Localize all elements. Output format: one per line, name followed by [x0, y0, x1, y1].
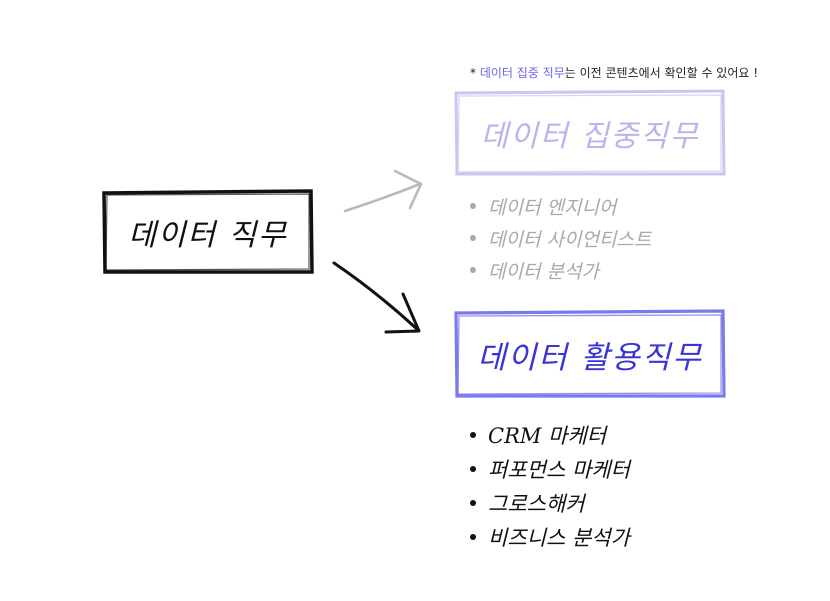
list-item: 데이터 엔지니어 — [470, 190, 651, 222]
list-item: 비즈니스 분석가 — [470, 520, 630, 554]
bullet-icon — [470, 203, 476, 209]
use-box-frame — [454, 309, 726, 398]
focus-box-label: 데이터 집중직무 — [480, 119, 700, 154]
focus-box-frame — [454, 89, 726, 176]
list-item-label: 비즈니스 분석가 — [488, 526, 630, 550]
bullet-icon — [470, 500, 476, 506]
note-asterisk: * — [470, 66, 480, 80]
main-box-frame — [102, 189, 314, 274]
use-box-label: 데이터 활용직무 — [477, 339, 703, 376]
list-item-label: 데이터 엔지니어 — [488, 196, 617, 219]
list-item: 데이터 사이언티스트 — [470, 222, 651, 254]
bullet-icon — [470, 534, 476, 540]
list-item-label: 퍼포먼스 마케터 — [488, 458, 630, 482]
bullet-icon — [470, 466, 476, 472]
list-item-label: 데이터 사이언티스트 — [488, 228, 652, 251]
note-rest: 는 이전 콘텐츠에서 확인할 수 있어요 ! — [564, 66, 759, 80]
list-item-label: 그로스해커 — [488, 492, 585, 516]
main-box-label: 데이터 직무 — [128, 218, 288, 253]
list-item: CRM 마케터 — [470, 418, 630, 452]
note-highlight: 데이터 집중 직무 — [479, 66, 565, 80]
list-item: 데이터 분석가 — [470, 254, 651, 286]
use-job-list: CRM 마케터 퍼포먼스 마케터 그로스해커 비즈니스 분석가 — [470, 418, 630, 554]
arrow-to-focus — [343, 169, 423, 213]
list-item: 그로스해커 — [470, 486, 630, 520]
list-item: 퍼포먼스 마케터 — [470, 452, 630, 486]
bullet-icon — [470, 267, 476, 273]
list-item-label: 데이터 분석가 — [488, 260, 599, 283]
bullet-icon — [470, 432, 476, 438]
list-item-label: CRM 마케터 — [488, 424, 607, 448]
note-text: * 데이터 집중 직무는 이전 콘텐츠에서 확인할 수 있어요 ! — [470, 64, 758, 81]
bullet-icon — [470, 235, 476, 241]
focus-job-list: 데이터 엔지니어 데이터 사이언티스트 데이터 분석가 — [470, 190, 651, 286]
arrow-to-use — [332, 261, 421, 334]
